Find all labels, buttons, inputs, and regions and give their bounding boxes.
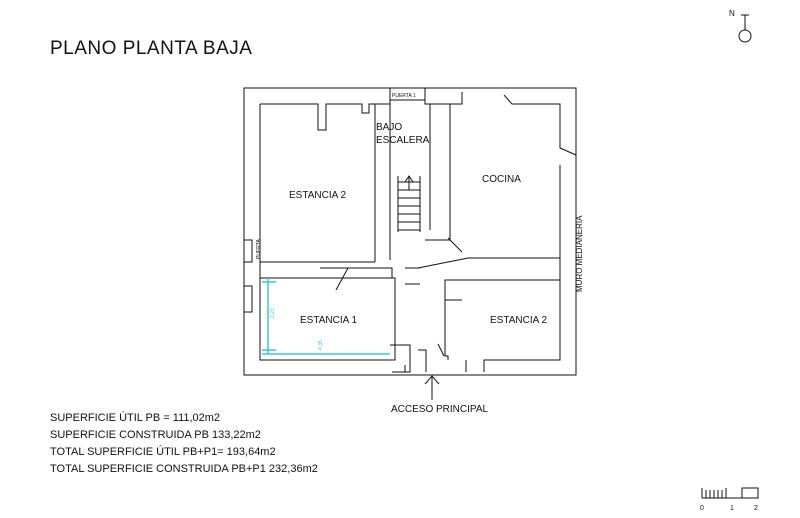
dimension-vertical: 2,23 <box>270 308 276 318</box>
scale-tick-2: 2 <box>754 505 758 512</box>
door-swing-1 <box>320 267 349 291</box>
page-title: PLANO PLANTA BAJA <box>50 38 253 59</box>
stat-construida-pb: SUPERFICIE CONSTRUIDA PB 133,22m2 <box>50 429 261 441</box>
room-estancia-2-left: ESTANCIA 2 <box>289 190 346 201</box>
dimension-lines <box>262 278 390 355</box>
door-swing-3 <box>437 343 445 357</box>
door-label-top: PUERTA 1 <box>392 93 416 99</box>
top-door <box>389 87 426 101</box>
entrance-arrow <box>424 375 440 400</box>
middle-wall <box>259 262 420 361</box>
surface-stats: SUPERFICIE ÚTIL PB = 111,02m2 SUPERFICIE… <box>50 410 318 478</box>
north-arrow-icon <box>738 14 752 43</box>
door-label-left: PUERTA <box>256 239 262 259</box>
door-swing-2 <box>447 237 463 253</box>
north-label: N <box>729 9 735 18</box>
stat-total-construida: TOTAL SUPERFICIE CONSTRUIDA PB+P1 232,36… <box>50 463 318 475</box>
stat-total-util: TOTAL SUPERFICIE ÚTIL PB+P1= 193,64m2 <box>50 446 276 458</box>
room-escalera-label: ESCALERA <box>376 135 430 146</box>
entrance-walls <box>390 344 427 373</box>
scale-tick-0: 0 <box>700 505 704 512</box>
stair-arrow <box>404 175 414 190</box>
stair-walls <box>374 103 451 262</box>
room-estancia-1: ESTANCIA 1 <box>300 315 357 326</box>
room-cocina: COCINA <box>482 174 521 185</box>
outer-wall <box>243 87 577 376</box>
left-opening <box>244 239 253 313</box>
dimension-horizontal: 4,35 <box>318 340 324 350</box>
stat-util-pb: SUPERFICIE ÚTIL PB = 111,02m2 <box>50 412 221 424</box>
muro-label: MURO MEDIANERIA <box>575 215 584 292</box>
kitchen-wall <box>417 257 561 301</box>
scale-bar <box>701 487 759 499</box>
room-bajo-label: BAJO <box>376 122 402 133</box>
scale-tick-1: 1 <box>730 505 734 512</box>
acceso-label: ACCESO PRINCIPAL <box>391 404 488 415</box>
room-estancia-2-right: ESTANCIA 2 <box>490 315 547 326</box>
